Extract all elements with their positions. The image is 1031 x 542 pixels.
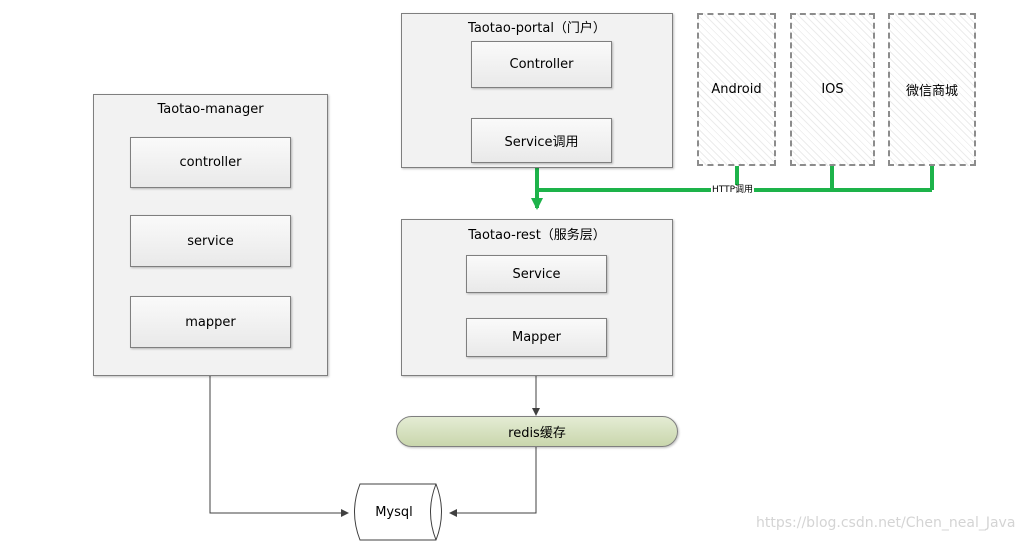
client-android: Android: [697, 13, 776, 166]
rest-title: Taotao-rest（服务层）: [468, 228, 606, 243]
client-ios: IOS: [790, 13, 875, 166]
mysql-cylinder: [354, 483, 442, 541]
manager-controller-box: controller: [130, 137, 291, 188]
redis-cache: redis缓存: [396, 416, 678, 447]
client-wechat-mall: 微信商城: [888, 13, 976, 166]
portal-controller-box: Controller: [471, 41, 612, 88]
manager-mapper-box: mapper: [130, 296, 291, 348]
portal-title: Taotao-portal（门户）: [468, 21, 606, 36]
http-call-label: HTTP调用: [711, 185, 755, 195]
watermark: https://blog.csdn.net/Chen_neal_Java: [756, 515, 1016, 531]
arrow-redis-to-mysql: [449, 447, 537, 517]
manager-service-box: service: [130, 215, 291, 267]
portal-service-box: Service调用: [471, 118, 612, 163]
manager-title: Taotao-manager: [157, 102, 264, 117]
arrow-manager-to-mysql: [209, 376, 349, 517]
rest-service-box: Service: [466, 255, 607, 293]
rest-mapper-box: Mapper: [466, 318, 607, 357]
mysql-label: Mysql: [375, 504, 413, 520]
